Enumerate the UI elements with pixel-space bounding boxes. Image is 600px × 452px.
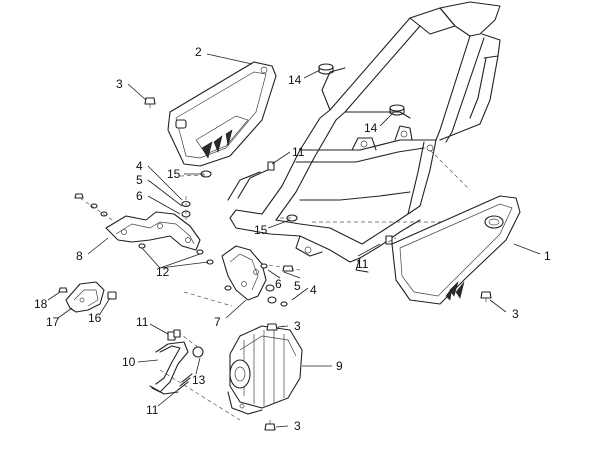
right-side-cover [391, 195, 521, 305]
callout-6: 6 [275, 277, 282, 291]
callout-2: 2 [195, 45, 202, 59]
callout-labels: 2 3 14 14 11 15 4 5 6 8 12 15 1 11 6 5 4… [34, 45, 551, 433]
screw-3-upper-left [144, 97, 156, 108]
callout-3: 3 [294, 419, 301, 433]
screw-3-center-upper [266, 323, 278, 331]
callout-10: 10 [122, 355, 136, 369]
callout-7: 7 [214, 315, 221, 329]
callout-8: 8 [76, 249, 83, 263]
callout-15: 15 [167, 167, 181, 181]
callout-1: 1 [544, 249, 551, 263]
fastener-stack-center [260, 263, 294, 307]
callout-9: 9 [336, 359, 343, 373]
callout-11: 11 [356, 257, 369, 271]
leader-lines [47, 53, 541, 428]
callout-4: 4 [136, 159, 143, 173]
callout-16: 16 [88, 311, 102, 325]
small-bracket-17 [58, 281, 117, 313]
screw-3-bottom [264, 420, 276, 431]
callout-3: 3 [512, 307, 519, 321]
callout-4: 4 [310, 283, 317, 297]
mounting-clip-10 [149, 329, 204, 395]
callout-18: 18 [34, 297, 48, 311]
fastener-stack-left [74, 193, 204, 255]
starter-cover-9 [227, 325, 303, 415]
callout-11: 11 [146, 403, 159, 417]
callout-11: 11 [292, 145, 305, 159]
callout-14: 14 [364, 121, 378, 135]
left-bracket-8 [105, 211, 201, 251]
callout-12: 12 [156, 265, 170, 279]
callout-3: 3 [116, 77, 123, 91]
left-side-cover [167, 61, 277, 167]
callout-15: 15 [254, 223, 268, 237]
callout-14: 14 [288, 73, 302, 87]
frame-assembly [200, 1, 501, 273]
callout-5: 5 [136, 173, 143, 187]
screw-3-right [480, 291, 492, 302]
callout-6: 6 [136, 189, 143, 203]
callout-3: 3 [294, 319, 301, 333]
center-bracket-7 [206, 245, 267, 301]
callout-11: 11 [136, 315, 149, 329]
callout-5: 5 [294, 279, 301, 293]
callout-17: 17 [46, 315, 60, 329]
callout-13: 13 [192, 373, 206, 387]
